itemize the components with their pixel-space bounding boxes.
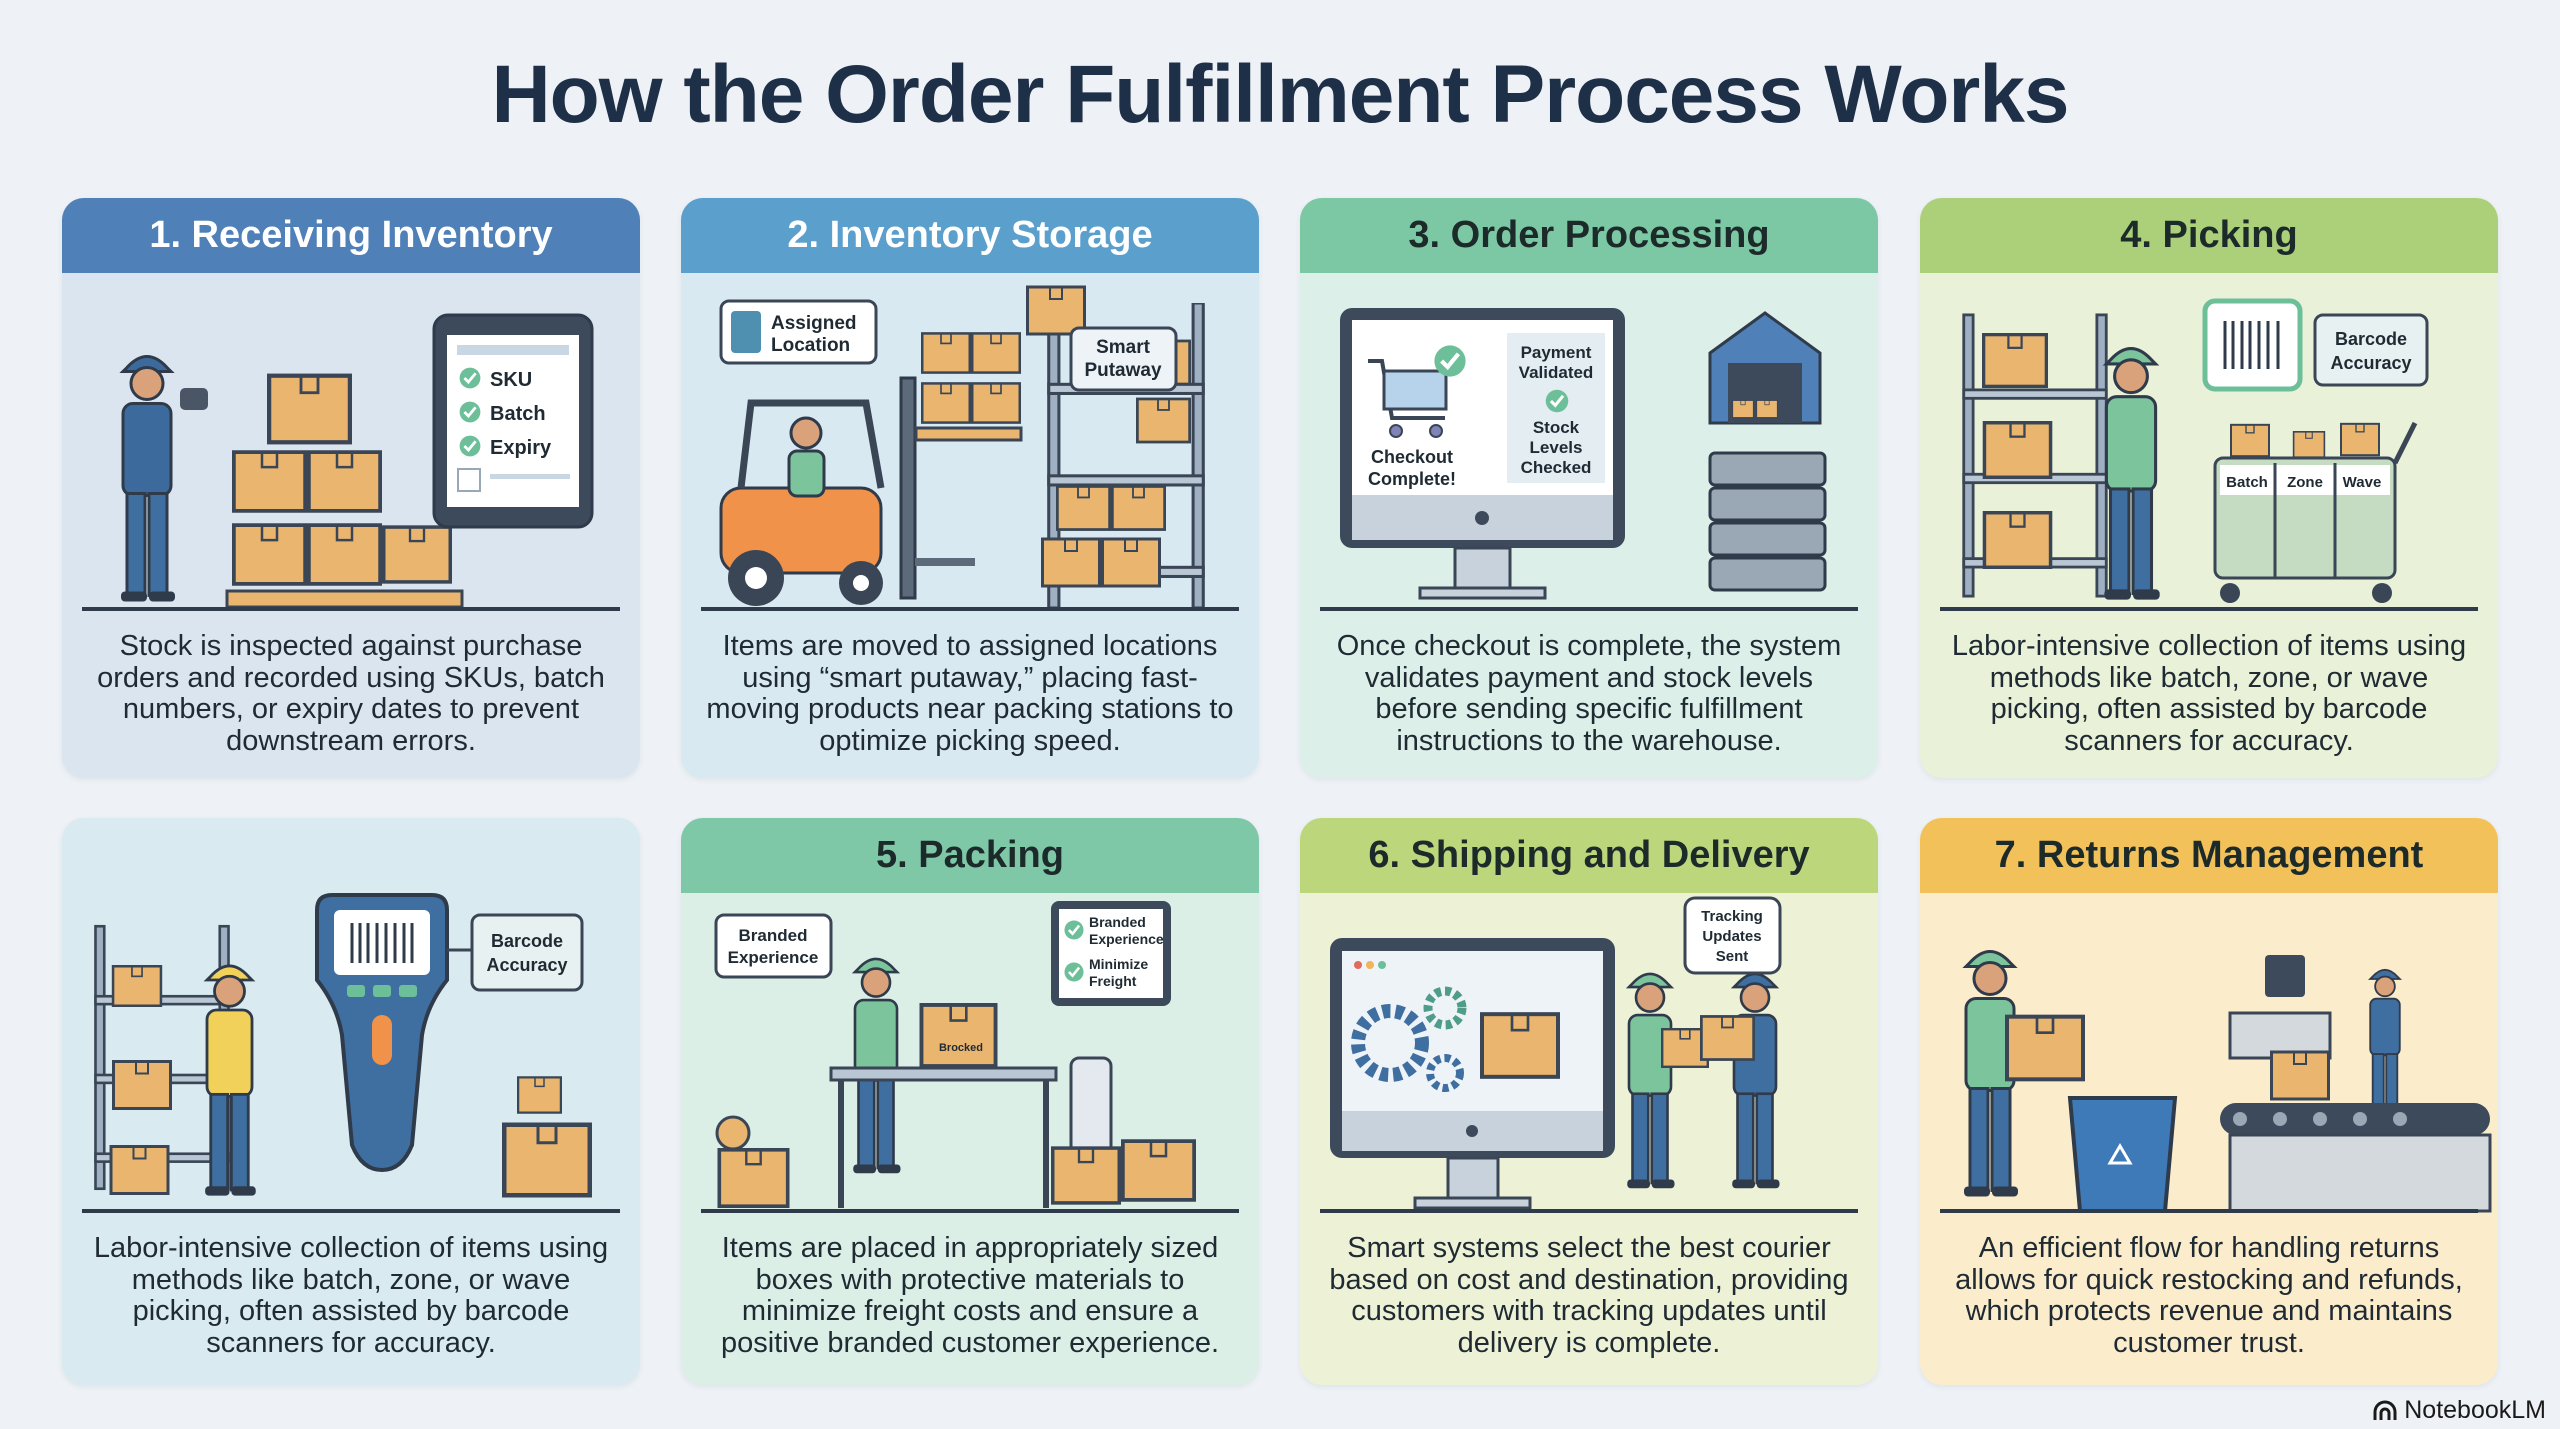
illustration-label: Stock: [1533, 418, 1580, 437]
pallet-icon: [225, 589, 464, 609]
illustration-label: Assigned: [771, 313, 857, 334]
forklift-icon: [719, 376, 975, 606]
box-icon: [234, 525, 305, 584]
barcode-accuracy-callout: [2313, 313, 2429, 387]
illustration-label: Payment: [1521, 343, 1592, 362]
illustration-label: Tracking: [1701, 908, 1763, 925]
card-title: 3. Order Processing: [1300, 198, 1878, 273]
step-card-picking: 4. Picking Barcode Accuracy Batch Zone W: [1920, 198, 2498, 778]
card-description: Items are moved to assigned locations us…: [706, 630, 1234, 757]
card-description: Labor-intensive collection of items usin…: [1951, 630, 2467, 757]
shipping-illustration: Tracking Updates Sent: [1300, 893, 1878, 1215]
order-processing-illustration: Checkout Complete! Payment Validated Sto…: [1300, 273, 1878, 613]
barcode-scanner-icon: [315, 893, 449, 1173]
step-card-inventory-storage: 2. Inventory Storage Assigned Location S…: [681, 198, 1259, 778]
recycling-bin-icon: [2067, 1096, 2178, 1213]
illustration-label: Location: [771, 335, 850, 356]
step-card-shipping-delivery: 6. Shipping and Delivery Tracking Update…: [1300, 818, 1878, 1385]
card-title: 1. Receiving Inventory: [62, 198, 640, 273]
warehouse-icon: [1708, 311, 1822, 425]
receiving-illustration: SKU Batch Expiry: [62, 273, 640, 613]
monitor-icon: [1330, 938, 1615, 1210]
tracking-updates-bubble: [1683, 896, 1782, 975]
illustration-label: Smart: [1096, 337, 1151, 358]
step-card-picking-detail: Barcode Accuracy Labor-intensive collect…: [62, 818, 640, 1385]
illustration-label: Minimize: [1089, 956, 1148, 972]
card-description: Smart systems select the best courier ba…: [1329, 1232, 1849, 1359]
smart-putaway-callout: [1069, 326, 1178, 392]
customer-icon: [1730, 972, 1781, 1190]
card-title: 2. Inventory Storage: [681, 198, 1259, 273]
illustration-label: Branded: [1089, 914, 1146, 930]
step-card-packing: 5. Packing Branded Experience Brocked Br…: [681, 818, 1259, 1385]
illustration-label: Checkout: [1371, 447, 1453, 467]
packing-table-icon: [829, 1066, 1058, 1082]
illustration-label: Batch: [490, 403, 546, 425]
illustration-label: Accuracy: [486, 955, 567, 975]
server-stack-icon: [1708, 451, 1827, 592]
illustration-label: SKU: [490, 369, 532, 391]
gear-icon: [1423, 986, 1467, 1030]
branded-experience-callout: [714, 913, 833, 979]
card-description: Once checkout is complete, the system va…: [1336, 630, 1842, 757]
card-description: Stock is inspected against purchase orde…: [97, 630, 605, 757]
illustration-label: Experience: [1089, 931, 1164, 947]
card-title: 4. Picking: [1920, 198, 2498, 273]
scanner-icon: [180, 388, 208, 410]
illustration-label: Barcode: [491, 931, 563, 951]
illustration-label: Wave: [2343, 474, 2382, 491]
returns-illustration: [1920, 893, 2498, 1215]
illustration-label: Zone: [2287, 474, 2323, 491]
illustration-label: Putaway: [1084, 360, 1162, 381]
notebooklm-logo-icon: [2373, 1400, 2397, 1420]
courier-worker-icon: [1625, 972, 1676, 1190]
illustration-label: Checked: [1521, 458, 1592, 477]
card-title: 7. Returns Management: [1920, 818, 2498, 893]
illustration-label: Expiry: [490, 437, 552, 459]
recycle-icon: [2107, 1143, 2133, 1165]
card-title: 6. Shipping and Delivery: [1300, 818, 1878, 893]
page-title: How the Order Fulfillment Process Works: [491, 49, 2069, 140]
illustration-label: Sent: [1716, 948, 1749, 965]
illustration-label: Accuracy: [2330, 353, 2411, 373]
illustration-label: Updates: [1702, 928, 1761, 945]
picker-worker-icon: [2102, 346, 2162, 602]
step-card-receiving-inventory: 1. Receiving Inventory SKU Batch Expiry: [62, 198, 640, 778]
illustration-label: Freight: [1089, 973, 1137, 989]
gear-icon: [1426, 1054, 1464, 1092]
illustration-label: Branded: [739, 926, 808, 945]
illustration-label: Brocked: [939, 1042, 983, 1054]
picking-illustration: Barcode Accuracy Batch Zone Wave: [1920, 273, 2498, 613]
step-card-order-processing: 3. Order Processing Checkout Complete! P…: [1300, 198, 1878, 778]
notebooklm-watermark: NotebookLM: [2372, 1396, 2546, 1425]
illustration-label: Levels: [1530, 438, 1583, 457]
barcode-accuracy-callout: [470, 913, 584, 992]
illustration-label: Validated: [1519, 363, 1594, 382]
picking-cart-icon: [2213, 421, 2418, 603]
returns-clerk-icon: [2367, 968, 2404, 1122]
illustration-label: Batch: [2226, 474, 2268, 491]
register-screen-icon: [2265, 955, 2305, 997]
illustration-label: Barcode: [2335, 329, 2407, 349]
step-card-returns-management: 7. Returns Management An efficient flow …: [1920, 818, 2498, 1385]
storage-illustration: Assigned Location Smart Putaway: [681, 273, 1259, 613]
illustration-label: Experience: [728, 948, 819, 967]
illustration-label: Complete!: [1368, 469, 1456, 489]
tape-icon: [715, 1115, 751, 1151]
bubble-wrap-icon: [1069, 1056, 1113, 1160]
packer-worker-icon: [851, 957, 903, 1175]
card-description: An efficient flow for handling returns a…: [1955, 1232, 2463, 1359]
card-description: Items are placed in appropriately sized …: [720, 1232, 1220, 1359]
card-description: Labor-intensive collection of items usin…: [93, 1232, 609, 1359]
barcode-picking-illustration: Barcode Accuracy: [62, 818, 640, 1215]
barcode-icon: [2202, 298, 2303, 392]
worker-icon: [119, 354, 177, 604]
gear-icon: [1351, 1004, 1429, 1082]
brand-label: NotebookLM: [2404, 1396, 2546, 1424]
packing-illustration: Branded Experience Brocked Branded Exper…: [681, 893, 1259, 1215]
card-title: 5. Packing: [681, 818, 1259, 893]
